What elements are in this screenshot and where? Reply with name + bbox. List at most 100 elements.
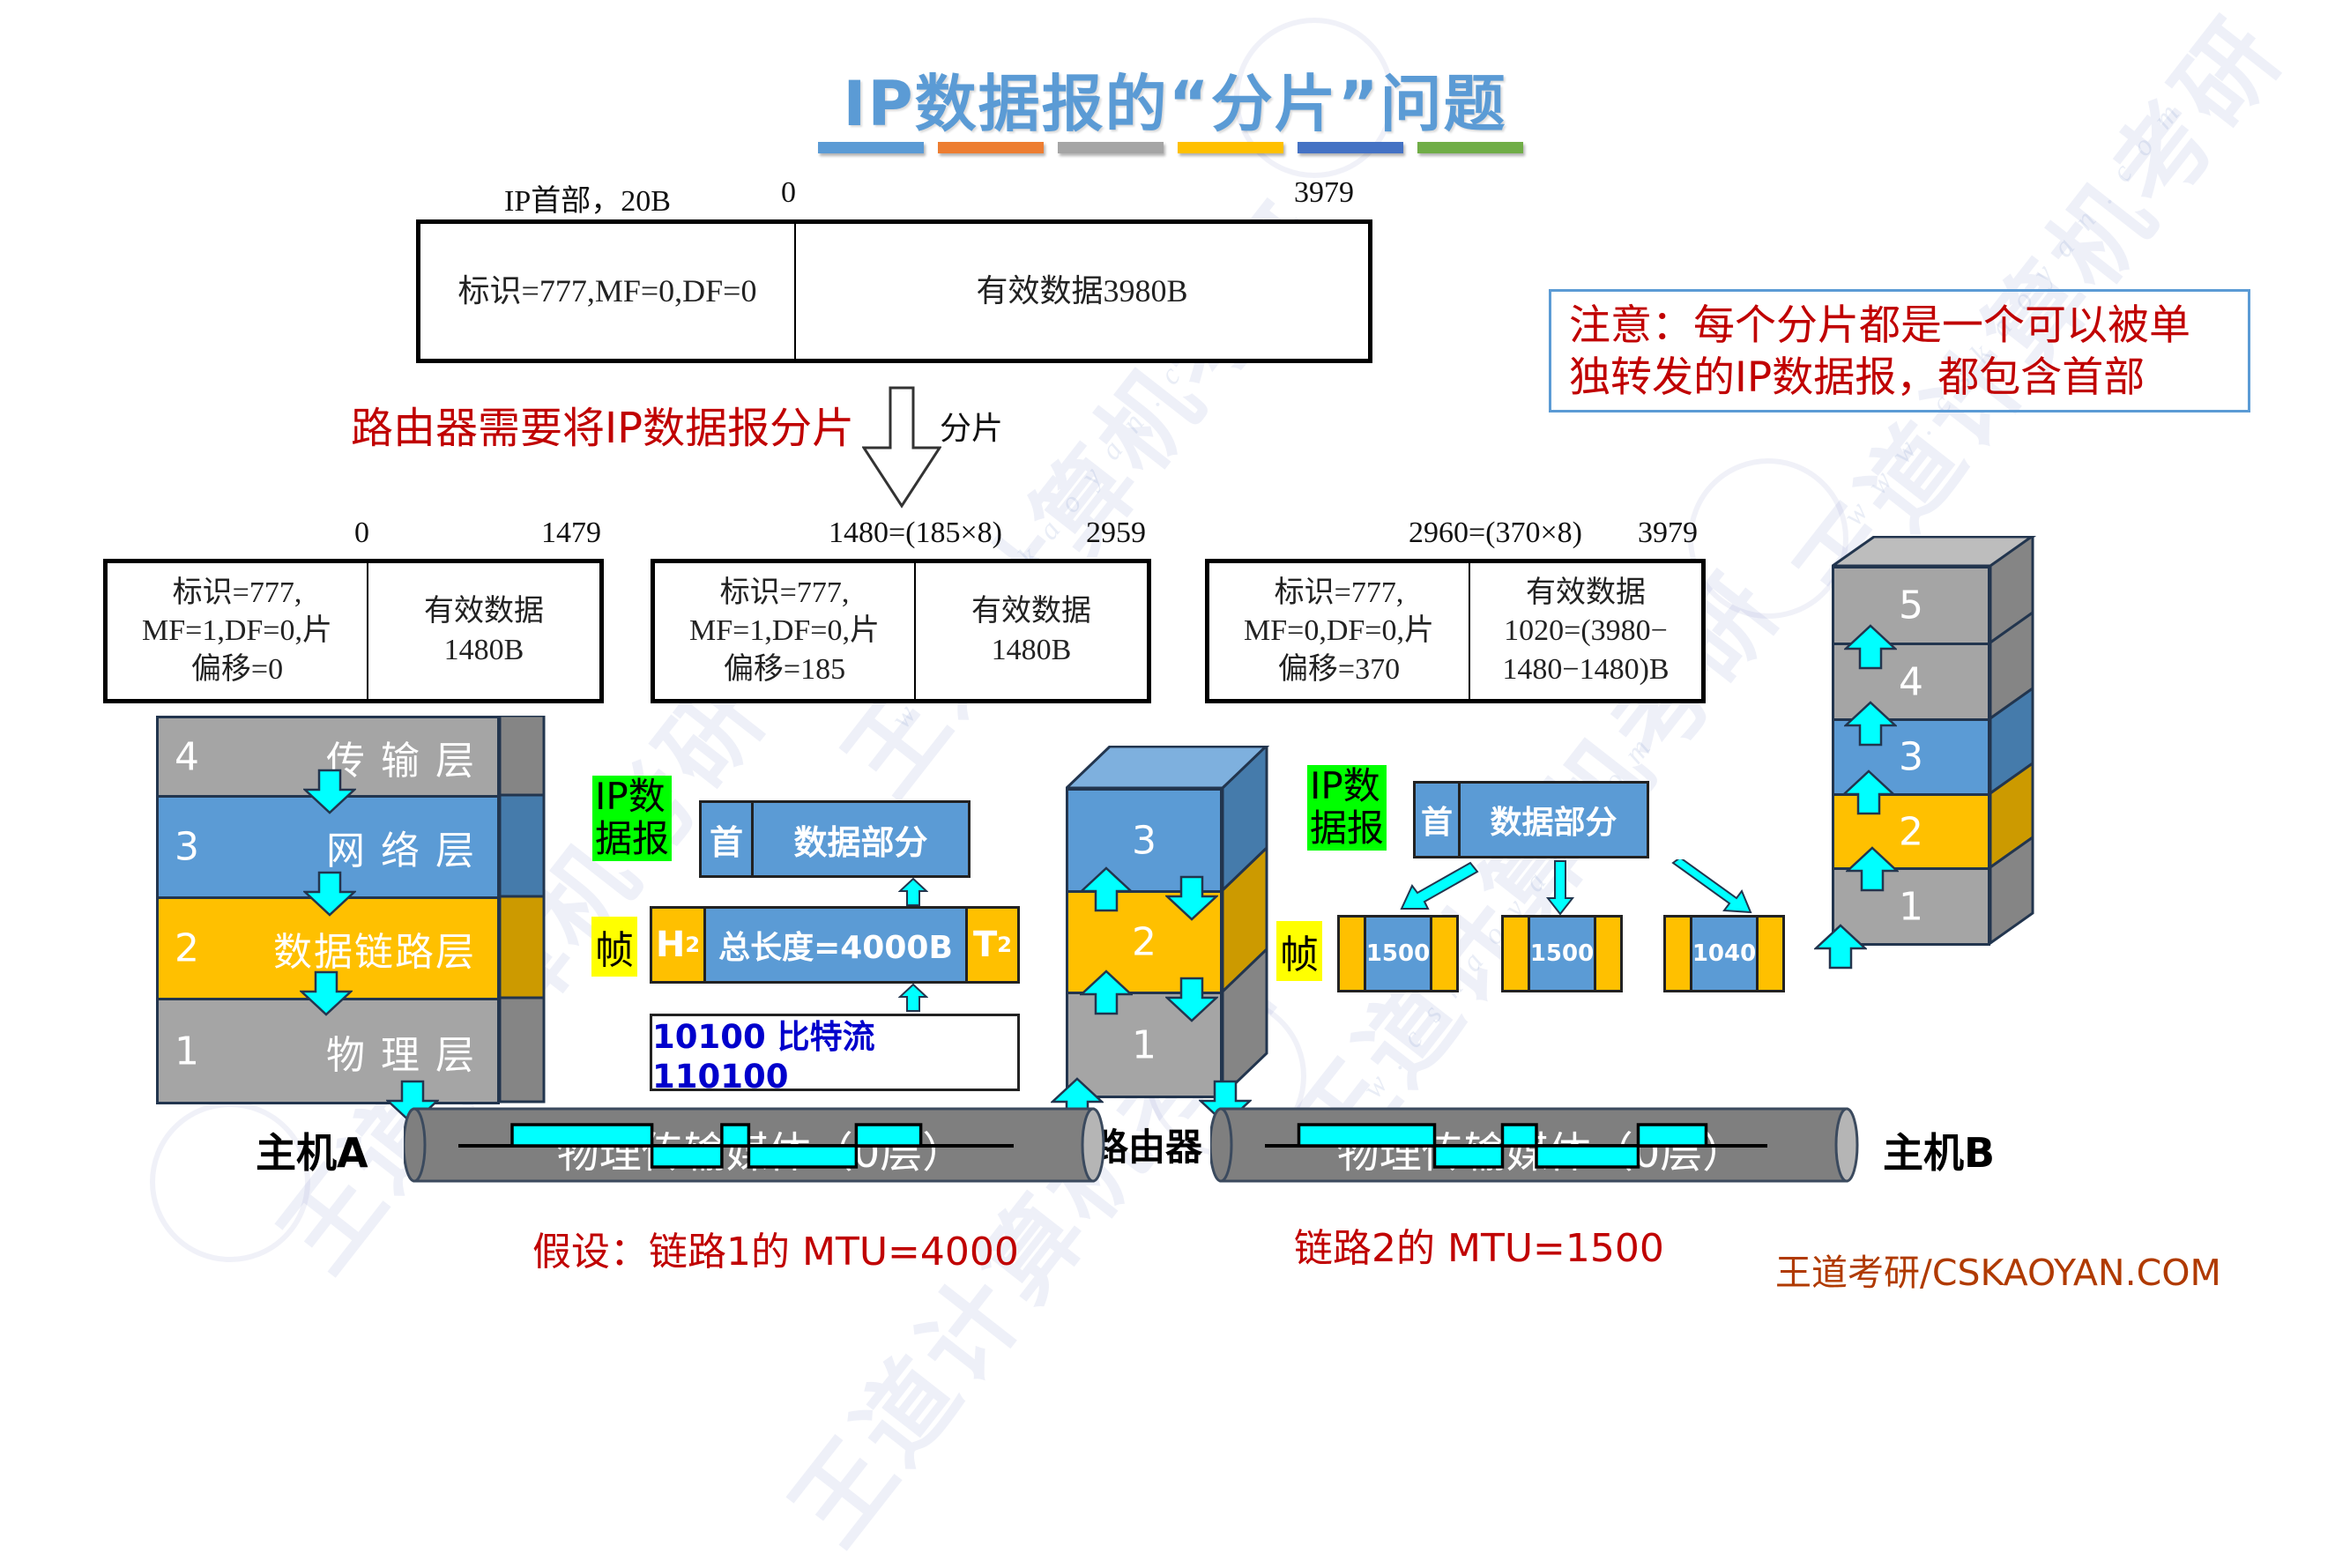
down-arrow-icon xyxy=(1165,875,1218,921)
link2-caption: 链路2的 MTU=1500 xyxy=(1294,1226,1664,1271)
split-down-arrow-icon xyxy=(862,386,941,509)
medium-left-end xyxy=(404,1107,427,1183)
bit-pulse xyxy=(1636,1123,1708,1148)
up-arrow-icon xyxy=(1080,970,1133,1015)
layer-name: 数据链路层 xyxy=(273,930,476,975)
layer-number: 4 xyxy=(1899,659,1923,704)
original-header-cell: 标识=777,MF=0,DF=0 xyxy=(457,273,757,309)
original-datagram: 标识=777,MF=0,DF=0 有效数据3980B xyxy=(416,219,1372,363)
frame-body: 总长度=4000B xyxy=(706,909,965,981)
layer-number: 3 xyxy=(175,824,199,870)
layer-number: 2 xyxy=(1899,809,1923,854)
bit-pulse xyxy=(1535,1144,1640,1169)
layer-transport: 4 xyxy=(1832,643,1990,721)
bit-pulse xyxy=(510,1123,654,1148)
layer-number: 2 xyxy=(175,925,199,971)
fragment-offset-start: 1480=(185×8) xyxy=(829,516,1002,549)
medium-right-end xyxy=(1834,1107,1859,1183)
bitstream-waveform xyxy=(458,1123,1014,1169)
title-color-bar xyxy=(1178,142,1283,153)
layer-number: 3 xyxy=(1899,734,1923,780)
layer-number: 5 xyxy=(1899,583,1923,628)
fragment-frame: 1040 xyxy=(1663,915,1785,992)
layer-application: 5 xyxy=(1832,566,1990,645)
bit-pulse xyxy=(720,1123,751,1148)
frame-payload-size: 1500 xyxy=(1529,918,1595,990)
ip-header-part: 首 xyxy=(1416,784,1461,856)
ip-datagram-tag: IP数 据报 xyxy=(1307,764,1387,851)
up-arrow-icon xyxy=(1844,624,1897,670)
bitstream-box: 10100 比特流 110100 xyxy=(650,1014,1020,1096)
router-label: 路由器 xyxy=(1091,1126,1203,1169)
layer-number: 1 xyxy=(1132,1022,1156,1067)
ip-data-part: 数据部分 xyxy=(1490,805,1617,841)
fragment-offset-end: 3979 xyxy=(1638,516,1698,549)
frame-trailer xyxy=(1430,918,1456,990)
frame-tag: 帧 xyxy=(591,917,637,977)
frame-trailer xyxy=(1594,918,1620,990)
stack-side-face xyxy=(498,716,546,797)
fragment-offset-start: 2960=(370×8) xyxy=(1409,516,1582,549)
up-arrow-icon xyxy=(1842,769,1895,815)
arrow-left-down-icon xyxy=(1400,861,1479,910)
offset-start-label: 0 xyxy=(781,176,796,209)
ip-header-size-label: IP首部，20B xyxy=(504,185,671,218)
brand-footer: 王道考研/CSKAOYAN.COM xyxy=(1775,1252,2221,1294)
bit-pulse xyxy=(1297,1123,1437,1148)
up-arrow-icon xyxy=(1814,924,1867,970)
bitstream-waveform xyxy=(1265,1123,1767,1169)
title-color-bar xyxy=(818,142,924,153)
layer-number: 4 xyxy=(175,734,199,779)
down-arrow-icon xyxy=(303,769,356,814)
stack-side-face xyxy=(498,895,546,1000)
frame-payload-size: 1040 xyxy=(1692,918,1757,990)
up-arrow-icon xyxy=(1080,866,1133,912)
fragment-offset-end: 2959 xyxy=(1086,516,1146,549)
fragment-header-cell: 标识=777,MF=1,DF=0,片偏移=0 xyxy=(142,576,332,686)
stack-side-face xyxy=(1989,835,2034,946)
fragment-arrows xyxy=(1400,859,1752,916)
layer-number: 2 xyxy=(1132,919,1156,965)
up-arrow-icon xyxy=(1846,846,1899,892)
ip-datagram-box: 首 数据部分 xyxy=(1413,781,1649,858)
title-color-bar xyxy=(938,142,1044,153)
layer-number: 1 xyxy=(175,1029,199,1074)
watermark-seal xyxy=(1688,458,1848,619)
medium-right-end xyxy=(1081,1107,1105,1183)
fragment-offset-start: 0 xyxy=(354,516,369,549)
medium-left-end xyxy=(1210,1107,1233,1183)
link1-caption: 假设：链路1的 MTU=4000 xyxy=(532,1230,1019,1274)
up-arrow-icon xyxy=(898,878,928,906)
stack-side-face xyxy=(1221,946,1268,1099)
down-arrow-icon xyxy=(303,871,356,917)
fragment-frame: 1500 xyxy=(1501,915,1623,992)
host-a-label: 主机A xyxy=(256,1129,368,1177)
bit-pulse xyxy=(1432,1144,1505,1169)
arrow-right-down-icon xyxy=(1671,859,1752,914)
original-data-cell: 有效数据3980B xyxy=(794,224,1368,359)
ip-datagram-tag: IP数 据报 xyxy=(592,775,673,861)
stack-3d-sides xyxy=(498,716,546,1104)
bit-pulse xyxy=(1500,1123,1538,1148)
layer-name: 网 络 层 xyxy=(326,829,476,873)
layer-number: 3 xyxy=(1132,818,1156,863)
up-arrow-icon xyxy=(898,984,928,1012)
frame-header xyxy=(1340,918,1366,990)
layer-name: 物 理 层 xyxy=(326,1032,476,1078)
watermark-seal xyxy=(150,1102,310,1262)
title-color-bar xyxy=(1298,142,1403,153)
fragment-frame: 1500 xyxy=(1337,915,1459,992)
layer-network: 3 xyxy=(1066,788,1223,893)
stack-side-face xyxy=(498,996,546,1104)
fragment-offset-end: 1479 xyxy=(541,516,601,549)
frame-trailer xyxy=(1756,918,1782,990)
ip-data-part: 数据部分 xyxy=(793,822,928,862)
